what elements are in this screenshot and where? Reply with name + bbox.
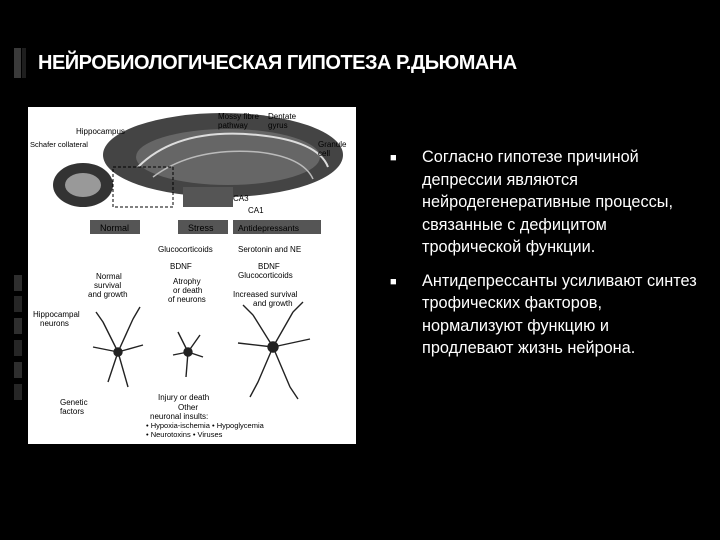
zoom-box	[112, 166, 174, 208]
pathway-label: pathway	[218, 121, 248, 130]
accent-bar-4	[14, 296, 22, 312]
accent-bar-5	[14, 318, 22, 334]
other-label-2: neuronal insults:	[150, 412, 208, 421]
glucocorticoids-label-1: Glucocorticoids	[158, 245, 213, 254]
schaffer-label: Schafer collateral	[30, 140, 88, 149]
genetic-label-2: factors	[60, 407, 84, 416]
hippocampus-label: Hippocampus	[76, 127, 125, 136]
dentate-curve	[137, 132, 329, 168]
antidepressants-box	[233, 220, 321, 234]
diagram-svg: CA3 CA1 Mossy fibre pathway Dentate gyru…	[30, 112, 347, 439]
granule-label-1: Granule	[318, 140, 347, 149]
insult-label-1: • Hypoxia-ischemia • Hypoglycemia	[146, 421, 265, 430]
neuron-increased	[237, 301, 311, 400]
neuron-atrophy	[172, 331, 204, 378]
other-label-1: Other	[178, 403, 198, 412]
hippocampus-inner	[136, 129, 320, 185]
genetic-label-1: Genetic	[60, 398, 88, 407]
hippocampal-label-1: Hippocampal	[33, 310, 80, 319]
ca3-label: CA3	[233, 194, 249, 203]
bullet-item-1: ■ Согласно гипотезе причиной депрессии я…	[390, 146, 700, 259]
bullet-text-2: Антидепрессанты усиливают синтез трофиче…	[422, 271, 697, 358]
normal-survival-2: survival	[94, 281, 121, 290]
atrophy-3: of neurons	[168, 295, 206, 304]
accent-bar-6	[14, 340, 22, 356]
granule-label-2: cell	[318, 149, 330, 158]
hippocampal-label-2: neurons	[40, 319, 69, 328]
increased-survival-2: and growth	[253, 299, 293, 308]
ca-curve	[152, 150, 314, 180]
bullet-item-2: ■ Антидепрессанты усиливают синтез трофи…	[390, 270, 700, 360]
dentate-label-1: Dentate	[268, 112, 297, 121]
square-bullet-icon: ■	[390, 275, 397, 288]
accent-bar-2	[22, 48, 26, 78]
normal-survival-1: Normal	[96, 272, 122, 281]
neuron-normal	[92, 306, 144, 388]
atrophy-1: Atrophy	[173, 277, 201, 286]
mossy-label: Mossy fibre	[218, 112, 259, 121]
ca1-label: CA1	[248, 206, 264, 215]
antidepressants-label: Antidepressants	[238, 223, 299, 233]
stress-label: Stress	[188, 223, 214, 233]
bdnf-label-2: BDNF	[258, 262, 280, 271]
dentate-label-2: gyrus	[268, 121, 288, 130]
increased-survival-1: Increased survival	[233, 290, 298, 299]
bullet-list: ■ Согласно гипотезе причиной депрессии я…	[390, 146, 700, 371]
stress-box	[178, 220, 228, 234]
atrophy-2: or death	[173, 286, 202, 295]
accent-bar-8	[14, 384, 22, 400]
normal-box	[90, 220, 140, 234]
duman-hypothesis-diagram: CA3 CA1 Mossy fibre pathway Dentate gyru…	[28, 107, 356, 444]
brain-inner	[65, 173, 101, 197]
normal-survival-3: and growth	[88, 290, 128, 299]
ca3-box	[183, 187, 233, 207]
glucocorticoids-label-2: Glucocorticoids	[238, 271, 293, 280]
serotonin-label: Serotonin and NE	[238, 245, 301, 254]
accent-bar-7	[14, 362, 22, 378]
normal-label: Normal	[100, 223, 129, 233]
accent-bar-3	[14, 275, 22, 291]
insult-label-2: • Neurotoxins • Viruses	[146, 430, 223, 439]
bullet-text-1: Согласно гипотезе причиной депрессии явл…	[422, 148, 673, 256]
bdnf-label-1: BDNF	[170, 262, 192, 271]
square-bullet-icon: ■	[390, 152, 397, 164]
accent-bar-1	[14, 48, 21, 78]
slide-title: НЕЙРОБИОЛОГИЧЕСКАЯ ГИПОТЕЗА Р.ДЬЮМАНА	[38, 52, 517, 74]
injury-label: Injury or death	[158, 393, 209, 402]
